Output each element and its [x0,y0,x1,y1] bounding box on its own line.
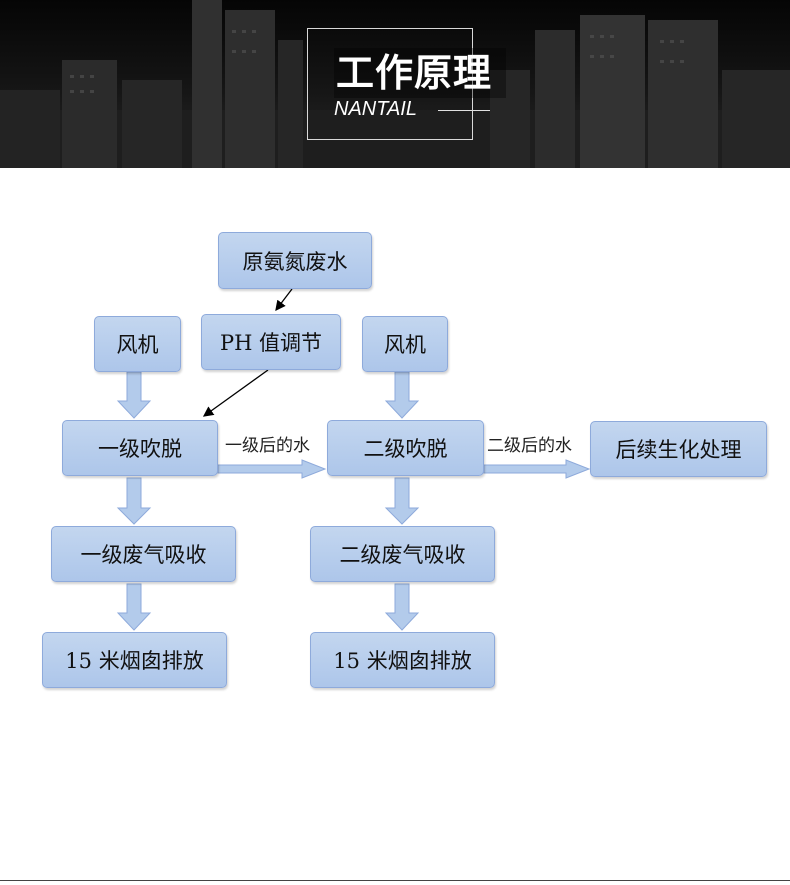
label-after-stage1: 一级后的水 [225,436,310,455]
label-after-stage2: 二级后的水 [487,436,572,455]
node-absorb-2: 二级废气吸收 [310,526,495,582]
block-arrow-fan1-stripping1 [116,371,152,419]
node-raw-wastewater: 原氨氮废水 [218,232,372,289]
bottom-divider [0,880,790,881]
block-arrow-stripping1-absorb1 [116,477,152,525]
node-ph-adjust: PH 值调节 [201,314,341,370]
arrow-ph-to-stripping1 [202,369,269,417]
block-arrow-absorb1-chimney1 [116,583,152,631]
arrow-raw-to-ph [275,288,293,312]
node-chimney-2: 15 米烟囱排放 [310,632,495,688]
node-fan-1: 风机 [94,316,181,372]
block-arrow-absorb2-chimney2 [384,583,420,631]
block-arrow-stripping2-absorb2 [384,477,420,525]
banner-subtitle: NANTAIL [334,98,417,120]
node-fan-2: 风机 [362,316,448,372]
node-absorb-1: 一级废气吸收 [51,526,236,582]
block-arrow-stage2-to-biochem [483,459,591,479]
header-banner: 工作原理 NANTAIL [0,0,790,168]
banner-title: 工作原理 [334,48,506,98]
node-chimney-1: 15 米烟囱排放 [42,632,227,688]
block-arrow-fan2-stripping2 [384,371,420,419]
node-stripping-1: 一级吹脱 [62,420,218,476]
node-biochem-treatment: 后续生化处理 [590,421,767,477]
block-arrow-stage1-to-stage2 [217,459,327,479]
node-stripping-2: 二级吹脱 [327,420,484,476]
subtitle-underline [438,110,490,111]
title-frame [307,28,473,140]
